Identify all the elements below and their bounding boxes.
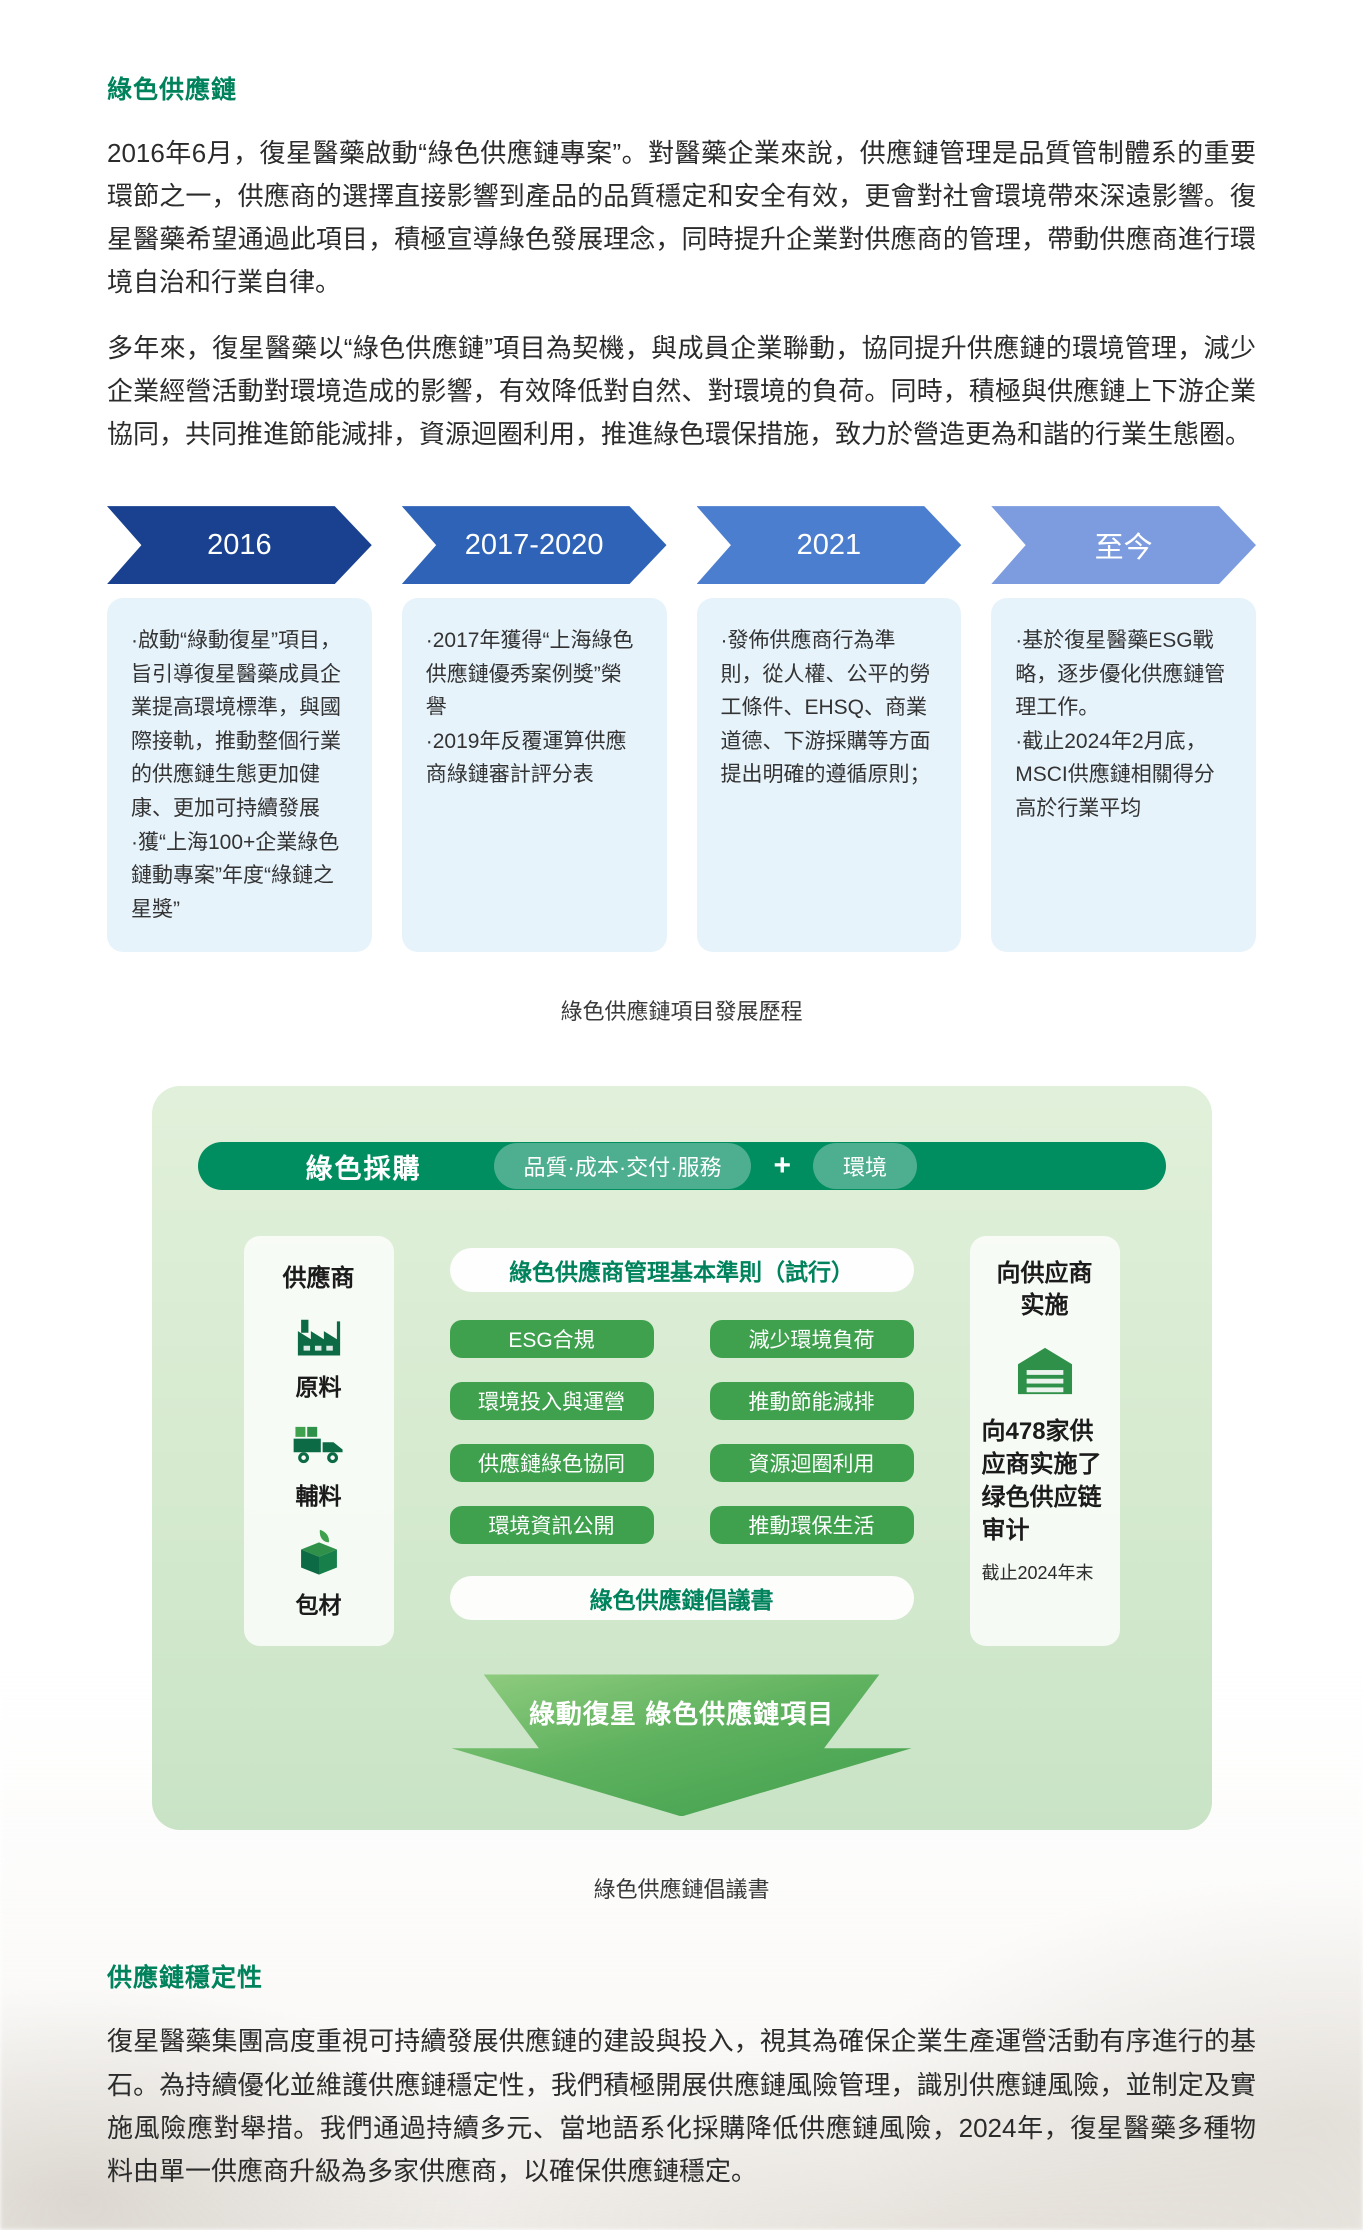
suppliers-title: 供應商 xyxy=(282,1265,355,1293)
timeline-diagram: 2016 ·啟動“綠動復星”項目，旨引導復星醫藥成員企業提高環境標準，與國際接軌… xyxy=(107,506,1256,953)
paragraph-history: 多年來，復星醫藥以“綠色供應鏈”項目為契機，與成員企業聯動，協同提升供應鏈的環境… xyxy=(107,332,1256,449)
paragraph-intro: 2016年6月，復星醫藥啟動“綠色供應鏈專案”。對醫藥企業來說，供應鏈管理是品質… xyxy=(107,138,1256,298)
warehouse-icon xyxy=(1014,1343,1076,1399)
implementation-title: 向供应商实施 xyxy=(996,1260,1093,1319)
timeline-stage-2017-2020: 2017-2020 ·2017年獲得“上海綠色供應鏈優秀案例獎”榮譽 ·2019… xyxy=(401,506,667,953)
diagram-columns: 供應商 原料 xyxy=(243,1236,1120,1647)
implementation-text: 向478家供应商实施了绿色供应链审计 xyxy=(981,1417,1102,1545)
principles-title-bar: 綠色供應商管理基本準則（試行） xyxy=(449,1248,914,1293)
supply-item-packaging: 包材 xyxy=(290,1528,348,1620)
package-icon xyxy=(290,1528,348,1580)
timeline-stage-details: ·基於復星醫藥ESG戰略，逐步優化供應鏈管理工作。 ·截止2024年2月底，MS… xyxy=(991,598,1256,953)
timeline-item: ·截止2024年2月底，MSCI供應鏈相關得分高於行業平均 xyxy=(1015,729,1215,821)
supply-item-label: 包材 xyxy=(295,1592,342,1619)
timeline-item: ·獲“上海100+企業綠色鏈動專案”年度“綠鏈之星獎” xyxy=(131,830,340,921)
timeline-stage-details: ·2017年獲得“上海綠色供應鏈優秀案例獎”榮譽 ·2019年反覆運算供應商綠鏈… xyxy=(401,598,667,953)
timeline-stage-details: ·發佈供應商行為準則，從人權、公平的勞工條件、EHSQ、商業道德、下游採購等方面… xyxy=(696,598,962,953)
timeline-caption: 綠色供應鏈項目發展歷程 xyxy=(560,999,803,1025)
principle-pill: 環境資訊公開 xyxy=(449,1506,654,1545)
green-procurement-diagram: 綠色採購 品質·成本·交付·服務 + 環境 供應商 xyxy=(151,1086,1212,1831)
factory-icon xyxy=(290,1310,348,1362)
supply-item-label: 原料 xyxy=(295,1374,342,1401)
initiative-bar: 綠色供應鏈倡議書 xyxy=(449,1576,914,1621)
implementation-note: 截止2024年末 xyxy=(981,1563,1094,1584)
truck-icon xyxy=(290,1419,348,1471)
quality-cost-delivery-service-pill: 品質·成本·交付·服務 xyxy=(493,1143,752,1190)
diagram-caption: 綠色供應鏈倡議書 xyxy=(593,1877,770,1903)
principle-pill: 推動環保生活 xyxy=(709,1506,914,1545)
environment-pill: 環境 xyxy=(813,1143,918,1190)
principle-pill: 推動節能減排 xyxy=(709,1382,914,1421)
suppliers-panel: 供應商 原料 xyxy=(243,1236,394,1647)
section-title-supply-chain-stability: 供應鏈穩定性 xyxy=(107,1964,264,1993)
principles-grid: ESG合規 減少環境負荷 環境投入與運營 推動節能減排 供應鏈綠色協同 資源迴圈… xyxy=(449,1320,914,1545)
timeline-arrow-2017-2020: 2017-2020 xyxy=(401,506,667,585)
timeline-arrow-2021: 2021 xyxy=(696,506,962,585)
green-action-arrow: 綠動復星 綠色供應鏈項目 xyxy=(451,1674,912,1817)
green-procurement-bar: 綠色採購 品質·成本·交付·服務 + 環境 xyxy=(197,1142,1166,1191)
principle-pill: 供應鏈綠色協同 xyxy=(449,1444,654,1483)
implementation-panel: 向供应商实施 向478家供应商实施了绿色供应链审计 截止2024年末 xyxy=(969,1236,1120,1647)
principle-pill: 資源迴圈利用 xyxy=(709,1444,914,1483)
timeline-stage-now: 至今 ·基於復星醫藥ESG戰略，逐步優化供應鏈管理工作。 ·截止2024年2月底… xyxy=(991,506,1256,953)
timeline-stage-details: ·啟動“綠動復星”項目，旨引導復星醫藥成員企業提高環境標準，與國際接軌，推動整個… xyxy=(107,598,372,953)
green-procurement-title: 綠色採購 xyxy=(305,1153,422,1184)
principle-pill: 減少環境負荷 xyxy=(709,1320,914,1359)
timeline-arrow-2016: 2016 xyxy=(107,506,372,585)
supply-chain-stability-section: 供應鏈穩定性 復星醫藥集團高度重視可持續發展供應鏈的建設與投入，視其為確保企業生… xyxy=(107,1958,1256,2193)
timeline-item: ·2017年獲得“上海綠色供應鏈優秀案例獎”榮譽 xyxy=(425,629,634,720)
supply-item-raw-material: 原料 xyxy=(290,1310,348,1402)
timeline-arrow-now: 至今 xyxy=(991,506,1256,585)
section-title-green-supply-chain: 綠色供應鏈 xyxy=(107,76,238,104)
principle-pill: ESG合規 xyxy=(449,1320,654,1359)
timeline-item: ·基於復星醫藥ESG戰略，逐步優化供應鏈管理工作。 xyxy=(1015,629,1226,720)
principle-pill: 環境投入與運營 xyxy=(449,1382,654,1421)
timeline-item: ·啟動“綠動復星”項目，旨引導復星醫藥成員企業提高環境標準，與國際接軌，推動整個… xyxy=(131,629,341,821)
timeline-item: ·發佈供應商行為準則，從人權、公平的勞工條件、EHSQ、商業道德、下游採購等方面… xyxy=(720,629,931,787)
supply-item-auxiliary: 輔料 xyxy=(290,1419,348,1511)
plus-sign: + xyxy=(773,1149,792,1183)
supply-item-label: 輔料 xyxy=(295,1483,342,1510)
paragraph-stability: 復星醫藥集團高度重視可持續發展供應鏈的建設與投入，視其為確保企業生產運營活動有序… xyxy=(107,2026,1256,2186)
green-action-arrow-label: 綠動復星 綠色供應鏈項目 xyxy=(528,1699,835,1730)
timeline-item: ·2019年反覆運算供應商綠鏈審計評分表 xyxy=(425,729,627,787)
timeline-stage-2021: 2021 ·發佈供應商行為準則，從人權、公平的勞工條件、EHSQ、商業道德、下游… xyxy=(696,506,962,953)
timeline-stage-2016: 2016 ·啟動“綠動復星”項目，旨引導復星醫藥成員企業提高環境標準，與國際接軌… xyxy=(107,506,372,953)
principles-panel: 綠色供應商管理基本準則（試行） ESG合規 減少環境負荷 環境投入與運營 推動節… xyxy=(449,1236,914,1646)
